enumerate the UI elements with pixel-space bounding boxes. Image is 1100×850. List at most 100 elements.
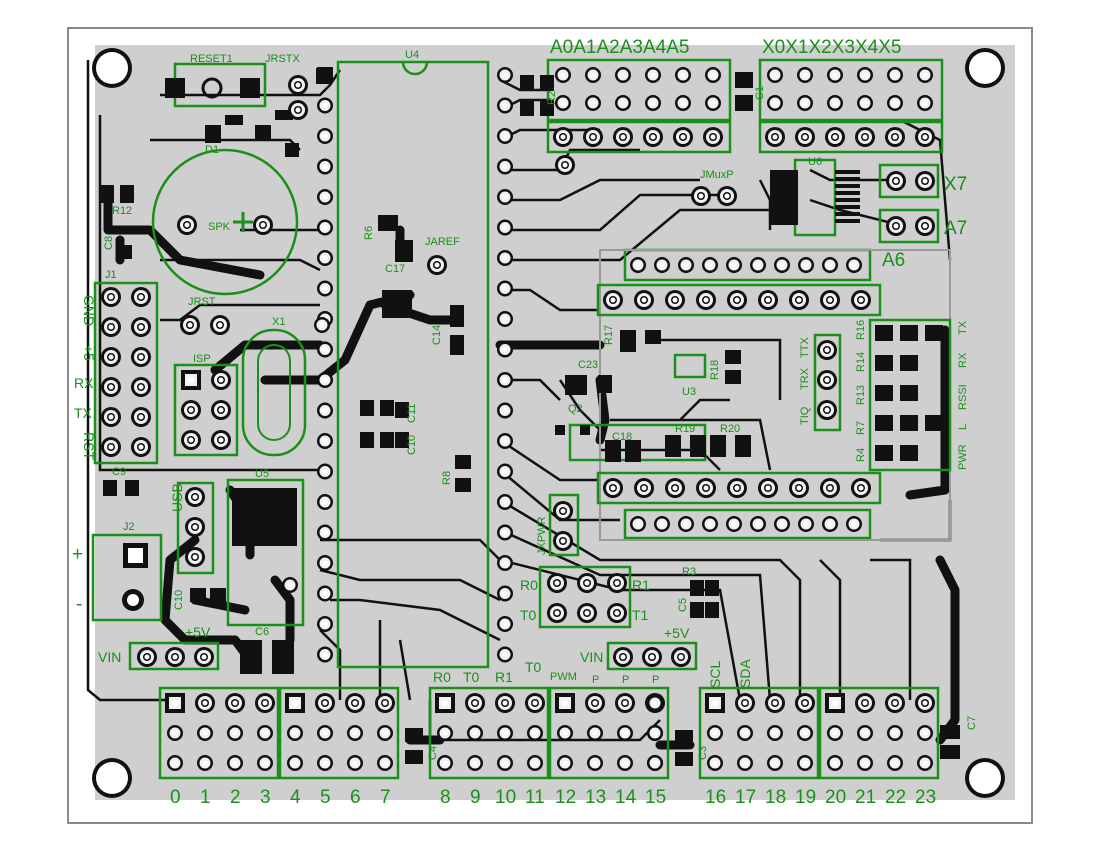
pin-number: 13 xyxy=(585,787,606,808)
misc-pad xyxy=(165,647,185,667)
misc-pad xyxy=(185,547,205,567)
x-header-pad xyxy=(825,127,845,147)
pin-number: 23 xyxy=(915,787,936,808)
misc-pad xyxy=(288,100,308,120)
u4-pin xyxy=(317,585,333,602)
bottom-header-4-7 xyxy=(278,686,400,780)
pin-number: 17 xyxy=(735,787,756,808)
bottom-header-20-23 xyxy=(818,686,940,780)
bottom-pin-pad xyxy=(197,755,213,771)
u4-pin xyxy=(317,616,333,632)
misc-pads xyxy=(137,68,935,667)
u4-pin xyxy=(497,189,513,205)
bottom-pin-pad xyxy=(195,693,215,713)
bottom-pin-pad xyxy=(705,693,725,713)
radio-pad xyxy=(798,516,814,532)
bottom-header-12-15 xyxy=(548,686,670,780)
bottom-pin-pad xyxy=(375,693,395,713)
u4-pin xyxy=(497,97,513,114)
bottom-pin-pad xyxy=(377,725,393,741)
isp-pad xyxy=(211,370,231,390)
pin-number: 9 xyxy=(470,787,481,808)
u4-pin xyxy=(497,341,513,358)
misc-pad xyxy=(210,315,230,335)
label-plus5v2: +5V xyxy=(664,625,690,641)
bottom-pin-pad xyxy=(765,693,785,713)
pin-number: 7 xyxy=(380,787,391,808)
a-header-pad xyxy=(643,127,663,147)
u4-pin xyxy=(317,646,333,663)
a-header-pad xyxy=(615,67,631,83)
misc-pad xyxy=(691,186,711,206)
isp-pad xyxy=(211,400,231,420)
label-t1: T1 xyxy=(632,607,649,623)
bottom-pin-pad xyxy=(735,693,755,713)
pin-number: 3 xyxy=(260,787,271,808)
x-header-pad xyxy=(767,67,783,83)
bottom-pin-pad xyxy=(227,755,243,771)
bottom-pin-pad xyxy=(497,755,513,771)
label-plus: + xyxy=(72,544,83,565)
misc-pad xyxy=(671,647,691,667)
bottom-pin-pad xyxy=(467,725,483,741)
bottom-pin-pad xyxy=(315,693,335,713)
u4-pin xyxy=(497,555,513,571)
misc-pad xyxy=(137,647,157,667)
misc-pad xyxy=(553,531,573,551)
radio-pad xyxy=(789,290,809,310)
mounting-hole-tl xyxy=(92,48,132,88)
label-tiq: TIQ xyxy=(799,406,811,425)
pin-number: 5 xyxy=(320,787,331,808)
label-u3: U3 xyxy=(682,386,696,398)
radio-pad xyxy=(820,478,840,498)
pin-number: 15 xyxy=(645,787,666,808)
x-header-pad xyxy=(827,67,843,83)
pin-number: 18 xyxy=(765,787,786,808)
label-jrstx: JRSTX xyxy=(265,53,301,65)
label-p3: P xyxy=(652,674,659,686)
radio-pad xyxy=(665,478,685,498)
bottom-pin-pad xyxy=(647,755,663,771)
label-plus5: +5 xyxy=(81,345,97,361)
bottom-pin-pad xyxy=(495,693,515,713)
label-usb: USB xyxy=(169,483,185,512)
u4-pin xyxy=(497,128,513,144)
isp-pad xyxy=(181,430,201,450)
label-jmux: JMuxP xyxy=(700,169,734,181)
u4-pin xyxy=(497,616,513,632)
bottom-pin-pad xyxy=(797,755,813,771)
u4-pin xyxy=(317,280,333,297)
x-header-pad xyxy=(795,127,815,147)
a-header-pad xyxy=(613,127,633,147)
u4-pin xyxy=(317,128,333,144)
misc-pad xyxy=(577,573,597,593)
radio-pad xyxy=(822,516,838,532)
label-c14: C14 xyxy=(431,325,443,345)
bottom-pin-pad xyxy=(285,693,305,713)
pin-number: 6 xyxy=(350,787,361,808)
label-x7: X7 xyxy=(944,174,967,195)
label-c9: C9 xyxy=(112,466,126,478)
bottom-pin-pad xyxy=(917,755,933,771)
label-c10: C10 xyxy=(173,590,185,610)
j1-pad xyxy=(131,407,151,427)
a-header-pad xyxy=(703,127,723,147)
bottom-pin-pad xyxy=(225,693,245,713)
u6-leg xyxy=(835,205,860,209)
label-scl: SCL xyxy=(707,661,723,688)
pin-number: 10 xyxy=(495,787,516,808)
u6-leg xyxy=(835,212,860,216)
u4-pin xyxy=(497,67,513,83)
u4-pin xyxy=(317,97,333,114)
bottom-pin-pad xyxy=(527,725,543,741)
bottom-pin-pad xyxy=(555,693,575,713)
pin-number: 4 xyxy=(290,787,301,808)
misc-pad xyxy=(817,370,837,390)
label-a6: A6 xyxy=(882,250,905,271)
a-header-pad xyxy=(615,95,631,111)
bottom-pin-pad xyxy=(437,725,453,741)
bottom-pin-pad xyxy=(227,725,243,741)
u4-pin xyxy=(497,494,513,510)
isp-pads xyxy=(181,370,231,450)
u4-outline xyxy=(336,60,490,669)
